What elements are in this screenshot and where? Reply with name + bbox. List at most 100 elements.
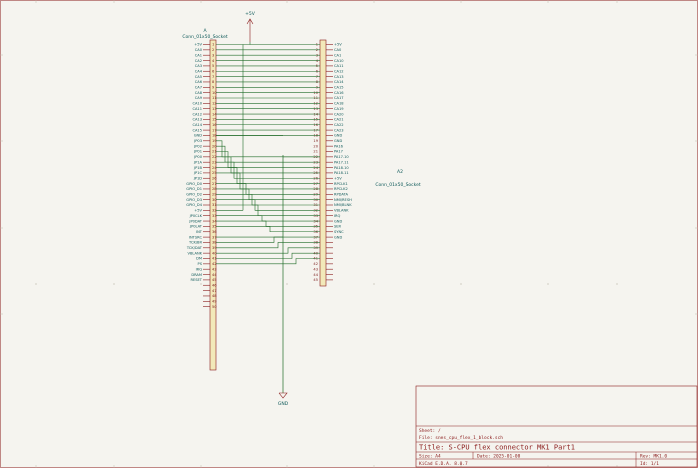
net-label-a: PS (198, 262, 203, 266)
wire-routed (216, 204, 320, 216)
pin-a-number: 45 (212, 278, 217, 282)
net-label-b: IRQ (334, 214, 341, 218)
pin-a-number: 2 (212, 48, 214, 52)
wire-routed (216, 242, 320, 249)
net-label-a: CA1 (195, 53, 202, 57)
net-label-a: CA14 (192, 123, 202, 127)
net-label-b: CA0 (334, 48, 342, 52)
pin-a-number: 36 (212, 230, 217, 234)
net-label-a: JP02 (193, 144, 202, 148)
pin-b-number: 21 (313, 150, 318, 154)
net-label-a: JP1A (193, 160, 203, 164)
pin-a-number: 49 (212, 300, 217, 304)
net-label-b: NMI/BLNK (334, 203, 352, 207)
tb-id: Id: 1/1 (640, 461, 659, 467)
tb-file: File: snes_cpu_flex_1_block.sch (419, 435, 503, 441)
pin-a-number: 48 (212, 294, 217, 298)
pin-a-number: 33 (212, 214, 217, 218)
net-label-a: CA15 (192, 128, 202, 132)
pin-a-number: 29 (212, 193, 217, 197)
net-label-b: CA10 (334, 59, 344, 63)
wire-routed (216, 215, 320, 222)
tb-app: KiCad E.D.A. 8.0.7 (419, 461, 468, 467)
ground-symbol: GND (278, 155, 289, 407)
net-wires (216, 42, 320, 265)
net-label-b: CA20 (334, 112, 344, 116)
pin-a-number: 34 (212, 219, 217, 223)
pin-a-number: 31 (212, 203, 217, 207)
net-label-b: CA12 (334, 69, 344, 73)
net-label-a: TCK/BR (188, 241, 203, 245)
pin-a-number: 27 (212, 182, 217, 186)
pin-a-number: 50 (212, 305, 217, 309)
pin-a-number: 6 (212, 69, 215, 73)
tb-date: Date: 2025-01-08 (477, 454, 521, 460)
wire-routed (216, 236, 320, 243)
power-5v-symbol: +5V (245, 11, 256, 42)
wire-routed (216, 220, 320, 227)
wire-routed (216, 172, 320, 190)
net-label-b: CA22 (334, 123, 344, 127)
net-label-a: CA11 (192, 107, 202, 111)
pin-a-number: 21 (212, 150, 217, 154)
net-label-a: GPIO_D3 (186, 198, 202, 202)
pin-a-number: 37 (212, 235, 217, 239)
pin-a-number: 41 (212, 257, 217, 261)
tb-rev: Rev: MK1.0 (640, 454, 667, 460)
net-label-a: CA2 (195, 59, 202, 63)
net-label-b: CA1 (334, 53, 341, 57)
pin-b-number: 42 (313, 262, 318, 266)
wire-routed (216, 258, 320, 265)
pin-a-number: 35 (212, 225, 217, 229)
pin-a-number: 16 (212, 123, 217, 127)
connector-a[interactable]: A Conn_01x50_Socket 1+5V2CA03CA14CA25CA3… (182, 28, 228, 371)
net-label-a: IRQ (196, 267, 203, 271)
grid-marker (113, 283, 115, 285)
net-label-b: CA18 (334, 102, 344, 106)
net-label-a: CA5 (195, 75, 202, 79)
pin-b-number: 19 (313, 139, 318, 143)
grid-marker (373, 283, 375, 285)
pin-a-number: 8 (212, 80, 215, 84)
net-label-a: CA0 (195, 48, 203, 52)
connector-a-pins: 1+5V2CA03CA14CA25CA36CA47CA58CA69CA710CA… (186, 43, 217, 309)
net-label-a: INTSRC (189, 235, 203, 239)
ground-label: GND (278, 401, 289, 407)
pin-a-number: 13 (212, 107, 217, 111)
wire-routed (216, 167, 320, 184)
net-label-a: DM (196, 257, 202, 261)
net-label-a: JP0DAT (188, 219, 202, 223)
pin-a-number: 44 (212, 273, 217, 277)
net-label-b: CA16 (334, 91, 344, 95)
net-label-a: GPIO_D0 (186, 182, 202, 186)
net-label-a: JP03 (193, 139, 202, 143)
net-label-b: CA14 (334, 80, 344, 84)
connector-b-body (319, 39, 327, 287)
tb-title: Title: S-CPU flex connector MK1 Part1 (419, 444, 575, 452)
net-label-a: JP1B (193, 166, 203, 170)
wire-routed (216, 145, 320, 163)
pin-a-number: 20 (212, 144, 217, 148)
net-label-a: CA10 (192, 102, 202, 106)
pin-a-number: 47 (212, 289, 217, 293)
net-label-b: CA13 (334, 75, 344, 79)
pin-a-number: 39 (212, 246, 217, 250)
grid-marker (616, 283, 618, 285)
net-label-a: JP0CLK (189, 214, 203, 218)
grid-marker (460, 283, 462, 285)
net-label-a: CA3 (195, 64, 202, 68)
connector-a-value: Conn_01x50_Socket (182, 34, 228, 40)
net-label-b: PA18.10 (334, 166, 349, 170)
net-label-a: CA6 (195, 80, 203, 84)
net-label-b: RPCLK1 (334, 182, 348, 186)
net-label-a: JP0LAT (189, 225, 203, 229)
pin-a-number: 26 (212, 176, 217, 180)
connector-b-value: Conn_01x50_Socket (375, 182, 421, 188)
pin-b-number: 43 (313, 267, 318, 271)
net-label-b: CA15 (334, 86, 344, 90)
pin-b-number: 20 (313, 144, 318, 148)
net-label-a: CA9 (195, 96, 203, 100)
pin-a-number: 1 (212, 43, 214, 47)
